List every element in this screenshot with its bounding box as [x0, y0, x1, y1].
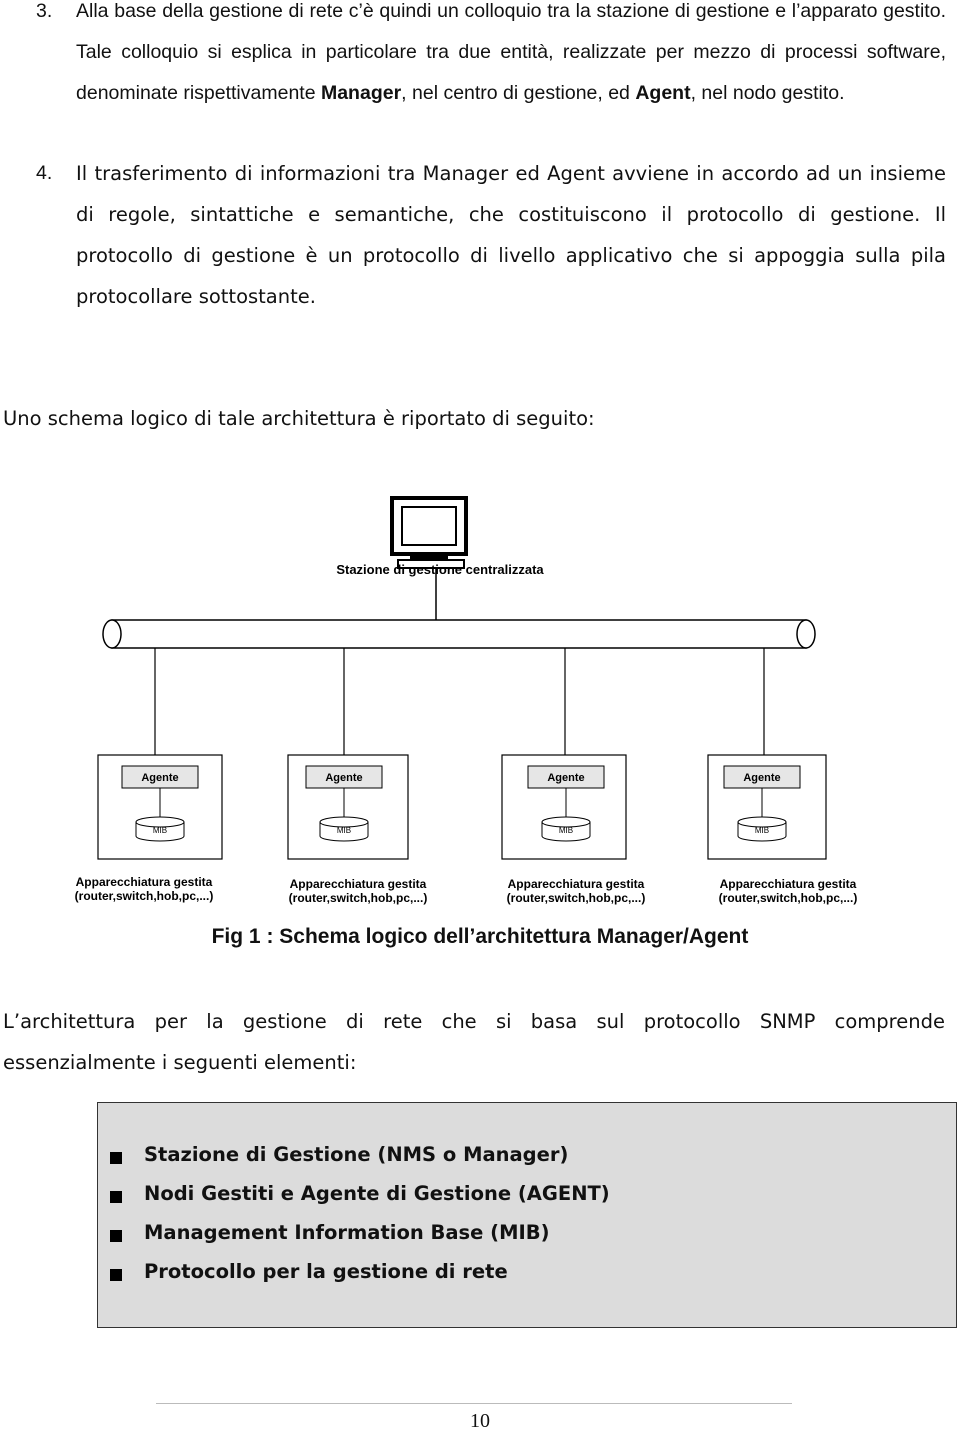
list-number: 3.	[36, 0, 53, 22]
managed-device-2: Agente MIB Apparecchiatura gestita (rout…	[287, 648, 428, 905]
agent-box-label: Agente	[325, 772, 362, 784]
manager-term: Manager	[320, 82, 402, 104]
agent-term: Agent	[635, 82, 691, 104]
agent-box-label: Agente	[547, 772, 584, 784]
mib-label: MIB	[755, 826, 769, 835]
device-title: Apparecchiatura gestita	[76, 875, 213, 889]
list-number: 4.	[36, 162, 53, 184]
mib-database-icon	[541, 816, 591, 842]
square-bullet-icon	[110, 1230, 122, 1242]
list-item-text: Il trasferimento di informazioni tra Man…	[76, 162, 946, 308]
mib-label: MIB	[559, 826, 573, 835]
network-bus	[102, 619, 816, 649]
square-bullet-icon	[110, 1269, 122, 1281]
square-bullet-icon	[110, 1191, 122, 1203]
mib-database-icon	[135, 816, 185, 842]
list-item-text: Alla base della gestione di rete c’è qui…	[76, 0, 946, 104]
footer-rule	[156, 1403, 792, 1404]
square-bullet-icon	[110, 1152, 122, 1164]
mib-database-icon	[737, 816, 787, 842]
device-title: Apparecchiatura gestita	[508, 877, 645, 891]
managed-device-1: Agente MIB Apparecchiatura gestita (rout…	[75, 648, 223, 903]
device-subtitle: (router,switch,hob,pc,...)	[289, 891, 428, 905]
device-subtitle: (router,switch,hob,pc,...)	[507, 891, 646, 905]
elements-box: Stazione di Gestione (NMS o Manager) Nod…	[97, 1102, 957, 1328]
figure-caption: Fig 1 : Schema logico dell’architettura …	[211, 925, 749, 948]
device-subtitle: (router,switch,hob,pc,...)	[719, 891, 858, 905]
manager-agent-diagram: Stazione di gestione centralizzata Agent…	[75, 496, 858, 905]
station-label: Stazione di gestione centralizzata	[336, 562, 544, 577]
mib-database-icon	[319, 816, 369, 842]
snmp-paragraph: L’architettura per la gestione di rete c…	[3, 1010, 945, 1074]
computer-icon	[390, 496, 468, 569]
mib-label: MIB	[337, 826, 351, 835]
managed-device-3: Agente MIB Apparecchiatura gestita (rout…	[501, 648, 646, 905]
page-number: 10	[470, 1410, 490, 1432]
device-title: Apparecchiatura gestita	[290, 877, 427, 891]
agent-box-label: Agente	[743, 772, 780, 784]
mib-label: MIB	[153, 826, 167, 835]
intro-sentence: Uno schema logico di tale architettura è…	[3, 407, 595, 430]
managed-device-4: Agente MIB Apparecchiatura gestita (rout…	[707, 648, 858, 905]
device-subtitle: (router,switch,hob,pc,...)	[75, 889, 214, 903]
agent-box-label: Agente	[141, 772, 178, 784]
device-title: Apparecchiatura gestita	[720, 877, 857, 891]
